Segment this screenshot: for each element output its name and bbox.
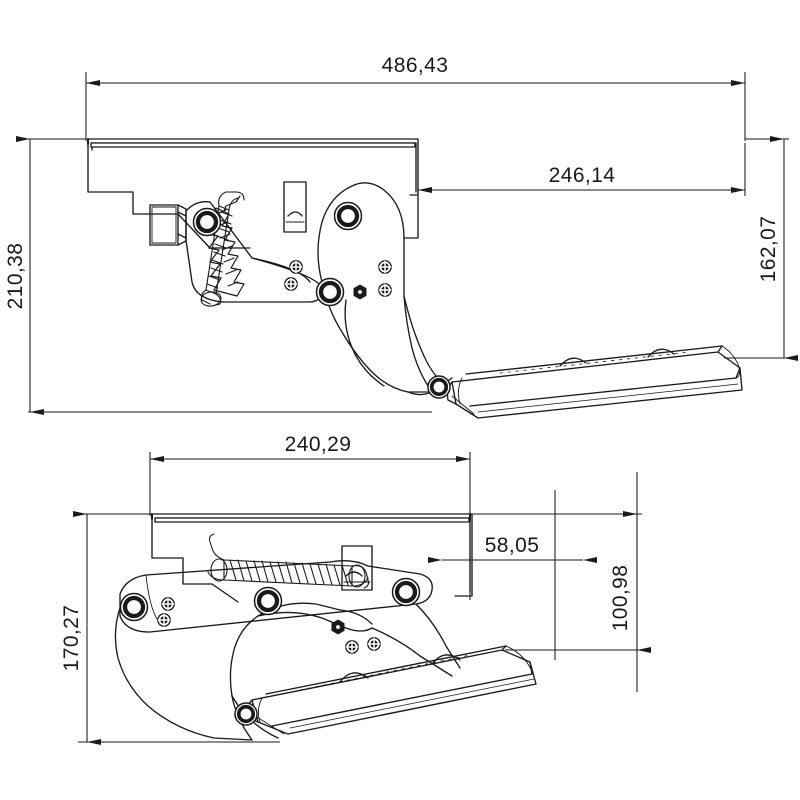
dim-label-58: 58,05	[485, 534, 540, 557]
dimensions-lower	[73, 452, 651, 745]
dim-label-240: 240,29	[285, 433, 352, 456]
dim-label-170: 170,27	[60, 605, 83, 672]
dim-label-486: 486,43	[382, 54, 449, 77]
view-upper-geometry	[87, 138, 743, 419]
dim-label-100: 100,98	[609, 565, 632, 632]
dim-label-162: 162,07	[757, 216, 780, 283]
dimension-text-upper: 486,43 210,38 246,14 162,07	[4, 54, 780, 309]
dimensions-upper	[16, 72, 798, 415]
spring-coils-lower	[207, 533, 370, 589]
dimension-text-lower: 240,29 170,27 58,05 100,98	[60, 433, 632, 671]
dim-label-210: 210,38	[4, 243, 27, 310]
dim-label-246: 246,14	[549, 164, 616, 187]
